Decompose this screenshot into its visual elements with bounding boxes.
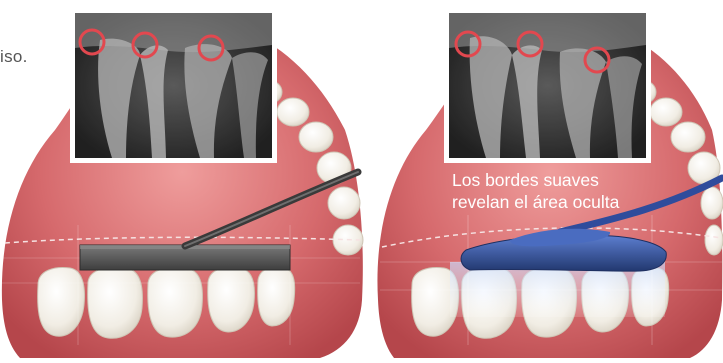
caption-line-1: Los bordes suaves (452, 169, 692, 191)
soft-sensor-caption: Los bordes suaves revelan el área oculta (452, 169, 692, 213)
caption-line-2: revelan el área oculta (452, 191, 692, 213)
left-xray-image (70, 8, 277, 163)
right-xray-image (444, 8, 651, 163)
cut-off-text: iso. (0, 47, 28, 67)
